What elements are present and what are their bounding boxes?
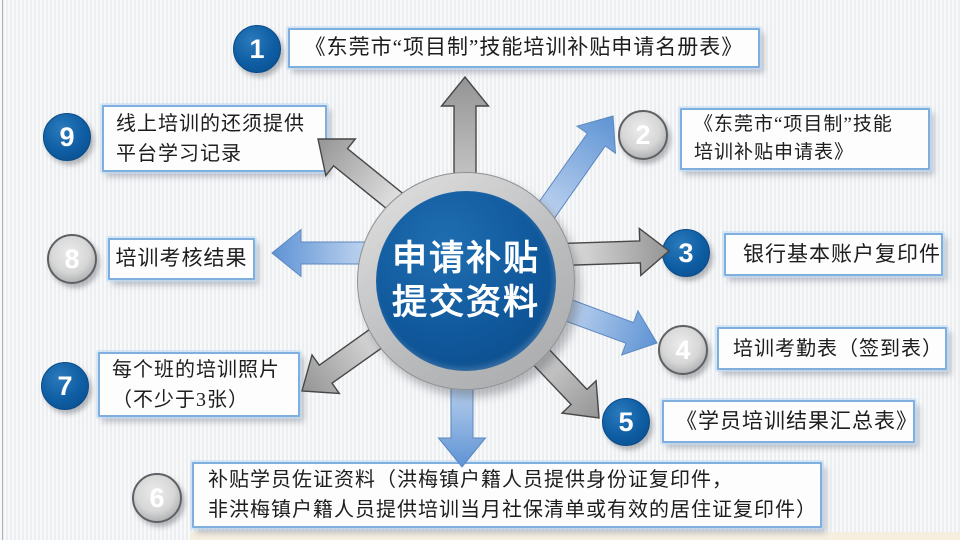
center-title-line1: 申请补贴 <box>391 238 540 278</box>
item-7-text-line-2: （不少于3张） <box>112 388 249 411</box>
slide-bottom-strip <box>190 532 960 540</box>
item-1-number-badge: 1 <box>233 25 281 73</box>
item-2-number-badge: 2 <box>618 110 668 160</box>
item-5-number-badge: 5 <box>602 398 650 446</box>
item-3-text-box: 银行基本账户复印件 <box>724 233 943 276</box>
center-circle-inner: 申请补贴 提交资料 <box>376 191 556 371</box>
item-9-text-line-2: 平台学习记录 <box>116 142 242 165</box>
item-7-text-line-1: 每个班的培训照片 <box>112 358 280 381</box>
item-2-text-line-1: 《东莞市“项目制”技能 <box>694 113 893 135</box>
item-5-text-line-1: 《学员培训结果汇总表》 <box>676 408 918 433</box>
item-1-text-box: 《东莞市“项目制”技能培训补贴申请名册表》 <box>288 28 760 68</box>
item-1-text-line-1: 《东莞市“项目制”技能培训补贴申请名册表》 <box>304 35 744 60</box>
item-2-text-line-2: 培训补贴申请表》 <box>694 142 855 163</box>
center-title-line2: 提交资料 <box>391 283 540 322</box>
item-6-text-line-2: 非洪梅镇户籍人员提供培训当月社保清单或有效的居住证复印件） <box>208 499 817 521</box>
item-4-text-box: 培训考勤表（签到表） <box>717 327 947 370</box>
item-4-text-line-1: 培训考勤表（签到表） <box>733 337 943 360</box>
item-8-text-box: 培训考核结果 <box>108 238 255 280</box>
item-6-text-box: 补贴学员佐证资料（洪梅镇户籍人员提供身份证复印件， 非洪梅镇户籍人员提供培训当月社… <box>192 462 822 528</box>
item-9-number-badge: 9 <box>43 113 91 161</box>
item-5-text-box: 《学员培训结果汇总表》 <box>662 400 918 443</box>
item-7-number-badge: 7 <box>41 362 89 410</box>
item-8-number-badge: 8 <box>47 234 97 284</box>
item-2-text-box: 《东莞市“项目制”技能培训补贴申请表》 <box>680 108 930 170</box>
item-6-number-badge: 6 <box>132 473 182 523</box>
item-9-text-line-1: 线上培训的还须提供 <box>116 112 305 135</box>
item-6-text-line-1: 补贴学员佐证资料（洪梅镇户籍人员提供身份证复印件， <box>208 469 733 491</box>
item-4-number-badge: 4 <box>658 325 708 375</box>
center-circle: 申请补贴 提交资料 <box>357 172 575 390</box>
item-7-text-box: 每个班的培训照片 （不少于3张） <box>98 352 300 417</box>
item-9-text-box: 线上培训的还须提供平台学习记录 <box>102 105 327 172</box>
item-8-text-line-1: 培训考核结果 <box>115 246 248 271</box>
slide-left-edge <box>2 0 3 540</box>
item-3-text-line-1: 银行基本账户复印件 <box>743 241 941 266</box>
item-3-number-badge: 3 <box>662 229 710 277</box>
